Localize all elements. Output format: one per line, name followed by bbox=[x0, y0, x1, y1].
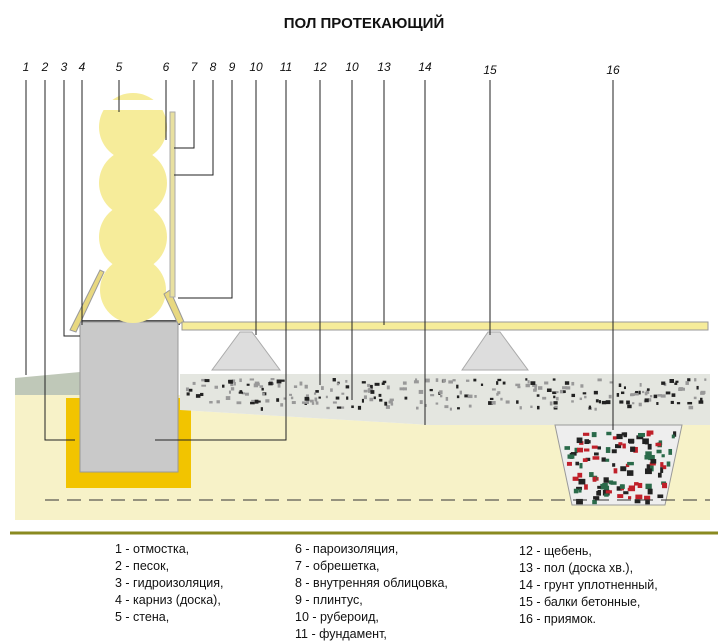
log-wall bbox=[99, 93, 167, 323]
legend-item: 1 - отмостка, bbox=[115, 542, 190, 556]
callout-number: 12 bbox=[313, 60, 327, 74]
legend-item: 7 - обрешетка, bbox=[295, 559, 380, 573]
legend-item: 11 - фундамент, bbox=[295, 627, 387, 641]
legend-item: 13 - пол (доска хв.), bbox=[519, 561, 634, 575]
legend-item: 5 - стена, bbox=[115, 610, 170, 624]
legend-item: 4 - карниз (доска), bbox=[115, 593, 221, 607]
callout-number: 6 bbox=[163, 60, 170, 74]
legend-item: 6 - пароизоляция, bbox=[295, 542, 399, 556]
crushed-stone-layer bbox=[180, 374, 710, 425]
callout-number: 2 bbox=[41, 60, 49, 74]
leader-lines bbox=[25, 80, 614, 441]
callout-number: 3 bbox=[61, 60, 68, 74]
blind-area bbox=[15, 372, 80, 395]
inner-cladding bbox=[169, 111, 176, 298]
callout-number: 5 bbox=[116, 60, 123, 74]
diagram-title: ПОЛ ПРОТЕКАЮЩИЙ bbox=[283, 15, 445, 32]
legend-item: 15 - балки бетонные, bbox=[519, 595, 641, 609]
cornice-board bbox=[69, 269, 105, 333]
callout-number: 13 bbox=[377, 60, 391, 74]
legend-item: 3 - гидроизоляция, bbox=[115, 576, 224, 590]
legend-item: 14 - грунт уплотненный, bbox=[519, 578, 658, 592]
legend-item: 9 - плинтус, bbox=[295, 593, 363, 607]
callout-number: 8 bbox=[210, 60, 217, 74]
legend-column-2: 6 - пароизоляция, 7 - обрешетка, 8 - вну… bbox=[295, 541, 448, 643]
callout-number: 10 bbox=[249, 60, 263, 74]
callout-number: 16 bbox=[606, 63, 620, 77]
legend-column-1: 1 - отмостка, 2 - песок, 3 - гидроизоляц… bbox=[115, 541, 224, 626]
legend-item: 12 - щебень, bbox=[519, 544, 592, 558]
legend-item: 2 - песок, bbox=[115, 559, 170, 573]
callout-number: 7 bbox=[191, 60, 199, 74]
gravel-texture bbox=[185, 378, 707, 411]
legend-item: 16 - приямок. bbox=[519, 612, 596, 626]
callout-number: 9 bbox=[229, 60, 236, 74]
concrete-beam bbox=[461, 331, 529, 371]
floor-board bbox=[181, 321, 709, 331]
concrete-beam bbox=[211, 331, 281, 371]
callout-number: 4 bbox=[79, 60, 86, 74]
callout-number: 10 bbox=[345, 60, 359, 74]
callout-number: 11 bbox=[280, 60, 292, 74]
plinth bbox=[163, 289, 185, 325]
callout-number: 14 bbox=[418, 60, 432, 74]
callout-number: 15 bbox=[483, 63, 497, 77]
legend-column-3: 12 - щебень, 13 - пол (доска хв.), 14 - … bbox=[519, 543, 658, 628]
legend-item: 10 - рубероид, bbox=[295, 610, 379, 624]
callout-number: 1 bbox=[23, 60, 30, 74]
pit-texture bbox=[564, 430, 677, 505]
foundation bbox=[79, 321, 179, 473]
legend-item: 8 - внутренняя облицовка, bbox=[295, 576, 448, 590]
